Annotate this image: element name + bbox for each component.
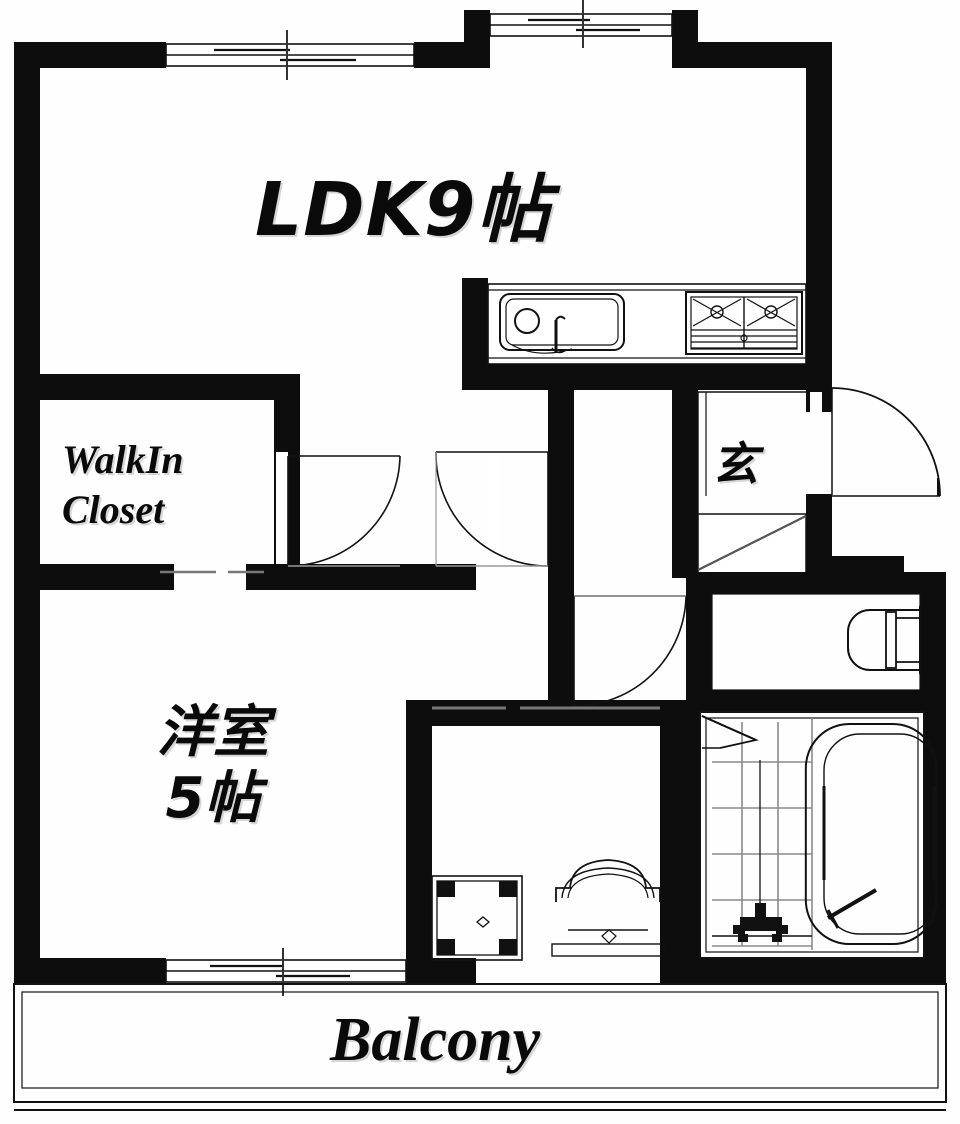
door-walkin-closet[interactable]: [276, 452, 401, 567]
room-label-walkin-closet: WalkIn Closet: [62, 435, 184, 535]
bedroom-line1: 洋室: [157, 700, 269, 765]
room-label-bedroom: 洋室 5帖: [118, 700, 308, 832]
walkin-closet-line1: WalkIn: [62, 437, 184, 482]
door-ldk-hall[interactable]: [435, 451, 549, 567]
room-label-balcony: Balcony: [330, 1006, 541, 1074]
vanity-basin[interactable]: [551, 859, 665, 957]
toilet-room-floor: [711, 593, 921, 691]
window-ldk-north[interactable]: [489, 0, 673, 48]
gas-stove: [685, 291, 803, 355]
shower-tile-area: [712, 718, 813, 950]
window-ldk-west[interactable]: [165, 30, 415, 80]
bedroom-line2: 5帖: [165, 766, 261, 831]
bathtub: [804, 723, 938, 945]
toilet: [847, 606, 921, 674]
door-washroom[interactable]: [573, 595, 687, 707]
shower-faucet: [712, 760, 812, 942]
balcony-outline: [13, 983, 947, 1111]
window-bedroom-south[interactable]: [165, 948, 407, 996]
walkin-closet-line2: Closet: [62, 487, 165, 532]
toilet-room-walls: [686, 572, 946, 712]
washing-machine-pan[interactable]: [431, 875, 523, 961]
kitchen-sink: [499, 293, 625, 354]
door-bathroom[interactable]: [701, 715, 759, 749]
door-entrance[interactable]: [810, 387, 941, 497]
room-label-ldk: LDK9帖: [255, 167, 552, 253]
corridor-walls: [406, 364, 686, 984]
room-label-genkan: 玄: [712, 437, 758, 491]
shoe-closet[interactable]: [697, 513, 807, 575]
kitchen-counter-walls: [462, 278, 832, 390]
door-genkan-inner[interactable]: [832, 388, 940, 496]
bedroom-walls: [14, 564, 40, 984]
